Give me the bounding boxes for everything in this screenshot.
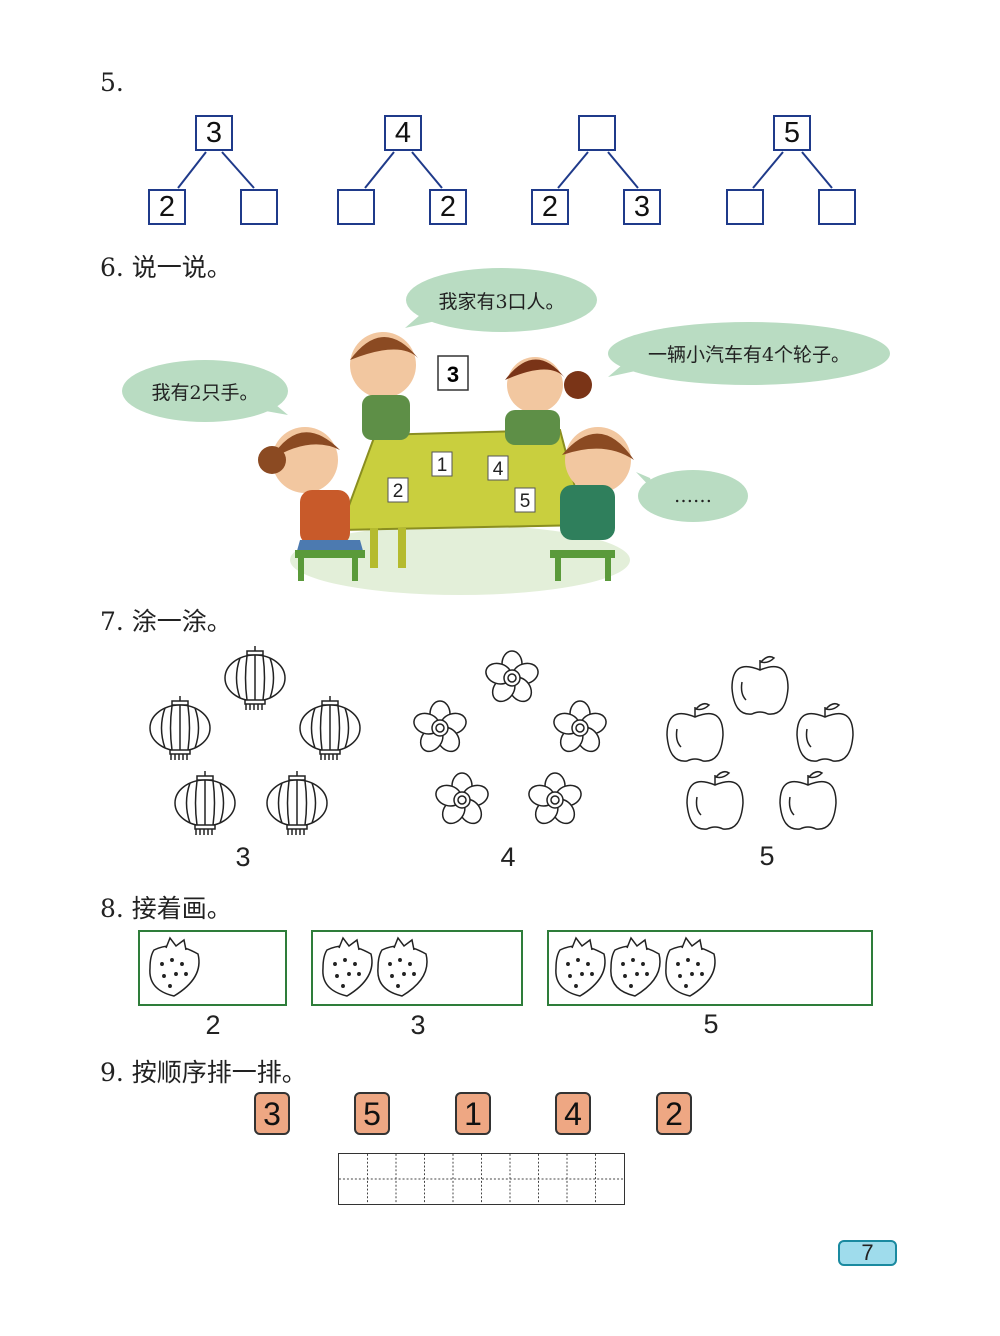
strawberry-drawings [149,936,716,997]
tree-right-box[interactable] [240,189,278,225]
answer-writing-grid[interactable] [338,1153,625,1205]
apple-icon [686,770,744,830]
flower-icon [553,700,607,753]
number-card: 3 [254,1092,290,1135]
flower-icon [485,650,539,703]
strawberry-icon [377,936,428,997]
target-count: 2 [205,1010,221,1040]
question-6-label: 6. 说一说。 [100,253,232,282]
coloring-items [149,646,854,835]
held-number-card: 3 [447,362,459,387]
speech-bubble-car: 一辆小汽车有4个轮子。 [608,322,890,385]
tree-right-box[interactable] [818,189,856,225]
apple-icon [731,655,789,715]
speech-bubble-hands: 我有2只手。 [122,360,288,422]
tree-top-box[interactable]: 5 [773,115,811,151]
flower-count: 4 [500,842,516,872]
flower-icon [528,772,582,825]
flower-icon [435,772,489,825]
strawberry-icon [149,936,200,997]
tree-right-box[interactable]: 3 [623,189,661,225]
tree-left-box[interactable]: 2 [148,189,186,225]
lantern-icon [174,771,236,835]
strawberry-icon [665,936,716,997]
lantern-icon [299,696,361,760]
question-9-label: 9. 按顺序排一排。 [100,1058,307,1087]
tree-top-box[interactable]: 4 [384,115,422,151]
table-card: 4 [493,459,504,480]
strawberry-icon [610,936,661,997]
page-number: 7 [838,1240,897,1266]
tree-right-box[interactable]: 2 [429,189,467,225]
number-card: 2 [656,1092,692,1135]
number-card: 5 [354,1092,390,1135]
number-card: 4 [555,1092,591,1135]
apple-icon [779,770,837,830]
lantern-icon [224,646,286,710]
lantern-icon [266,771,328,835]
speech-bubble-more: …… [638,470,748,522]
speech-bubble-family: 我家有3口人。 [406,268,597,332]
target-count: 5 [703,1009,719,1039]
question-8-label: 8. 接着画。 [100,894,232,923]
lantern-icon [149,696,211,760]
question-7-label: 7. 涂一涂。 [100,607,232,636]
strawberry-icon [555,936,606,997]
apple-count: 5 [759,841,775,871]
number-card: 1 [455,1092,491,1135]
table-card: 2 [393,481,404,502]
table-card: 5 [520,491,531,512]
tree-left-box[interactable] [726,189,764,225]
apple-icon [666,702,724,762]
children-at-table-illustration: 3 1 4 2 5 [258,315,655,595]
flower-icon [413,700,467,753]
table-card: 1 [437,455,448,476]
question-5-label: 5. [100,68,124,97]
tree-left-box[interactable]: 2 [531,189,569,225]
apple-icon [796,702,854,762]
number-tree-lines [177,151,833,189]
target-count: 3 [410,1010,426,1040]
strawberry-icon [322,936,373,997]
tree-top-box[interactable]: 3 [195,115,233,151]
tree-top-box[interactable] [578,115,616,151]
tree-left-box[interactable] [337,189,375,225]
lantern-count: 3 [235,842,251,872]
